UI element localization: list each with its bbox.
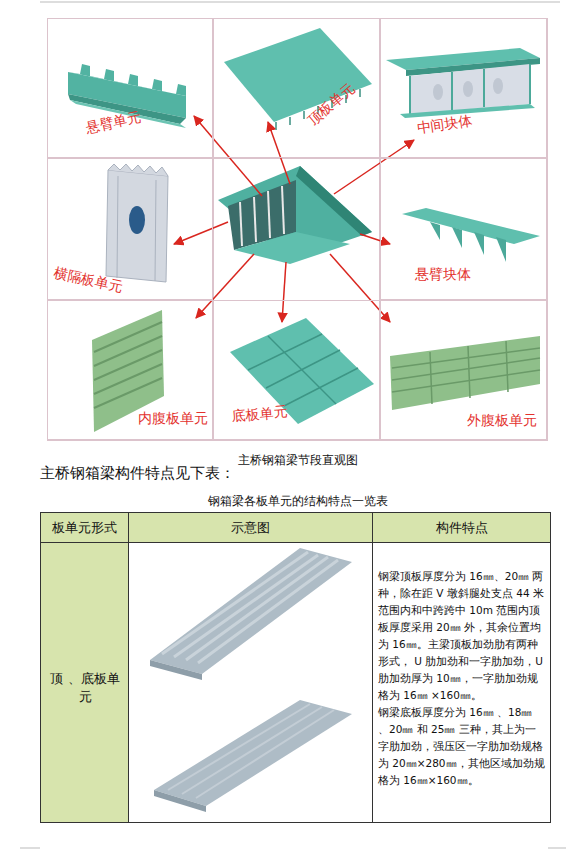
table-cell: 钢梁顶板厚度分为 16㎜、20㎜ 两种，除在距 V 墩斜腿处支点 44 米范围内… [378, 568, 546, 704]
part-label: 内腹板单元 [138, 411, 208, 426]
table-cell: 顶 、底板单元 [50, 670, 120, 706]
figure-cell: 横隔板单元 [47, 158, 213, 300]
figure-cell: 内腹板单元 [47, 300, 213, 440]
part-label: 悬臂块体 [415, 267, 471, 282]
table-cell: 钢梁底板厚度分为 16㎜ 、18㎜ 、20㎜ 和 25㎜ 三种，其上为一字肋加劲… [378, 704, 546, 789]
part-label: 外腹板单元 [467, 413, 537, 428]
part-label: 中间块体 [416, 113, 474, 136]
figure-cell: 悬臂单元 [47, 18, 213, 158]
part-label: 底板单元 [231, 404, 288, 424]
table-header: 构件特点 [373, 519, 550, 537]
part-label: 横隔板单元 [52, 265, 124, 295]
figure-cell: 悬臂块体 [380, 158, 547, 300]
figure-cell: 外腹板单元 [380, 300, 547, 440]
intro-line: 主桥钢箱梁构件特点见下表： [40, 464, 235, 483]
part-label: 悬臂单元 [84, 110, 142, 137]
table-title: 钢箱梁各板单元的结构特点一览表 [150, 493, 446, 510]
figure-cell: 中间块体 [380, 18, 547, 158]
table-header: 板单元形式 [41, 519, 128, 537]
figure-cell: 顶板单元 [213, 18, 380, 158]
table-header: 示意图 [129, 519, 372, 537]
figure-cell: 底板单元 [213, 300, 380, 440]
part-label: 顶板单元 [305, 81, 358, 129]
